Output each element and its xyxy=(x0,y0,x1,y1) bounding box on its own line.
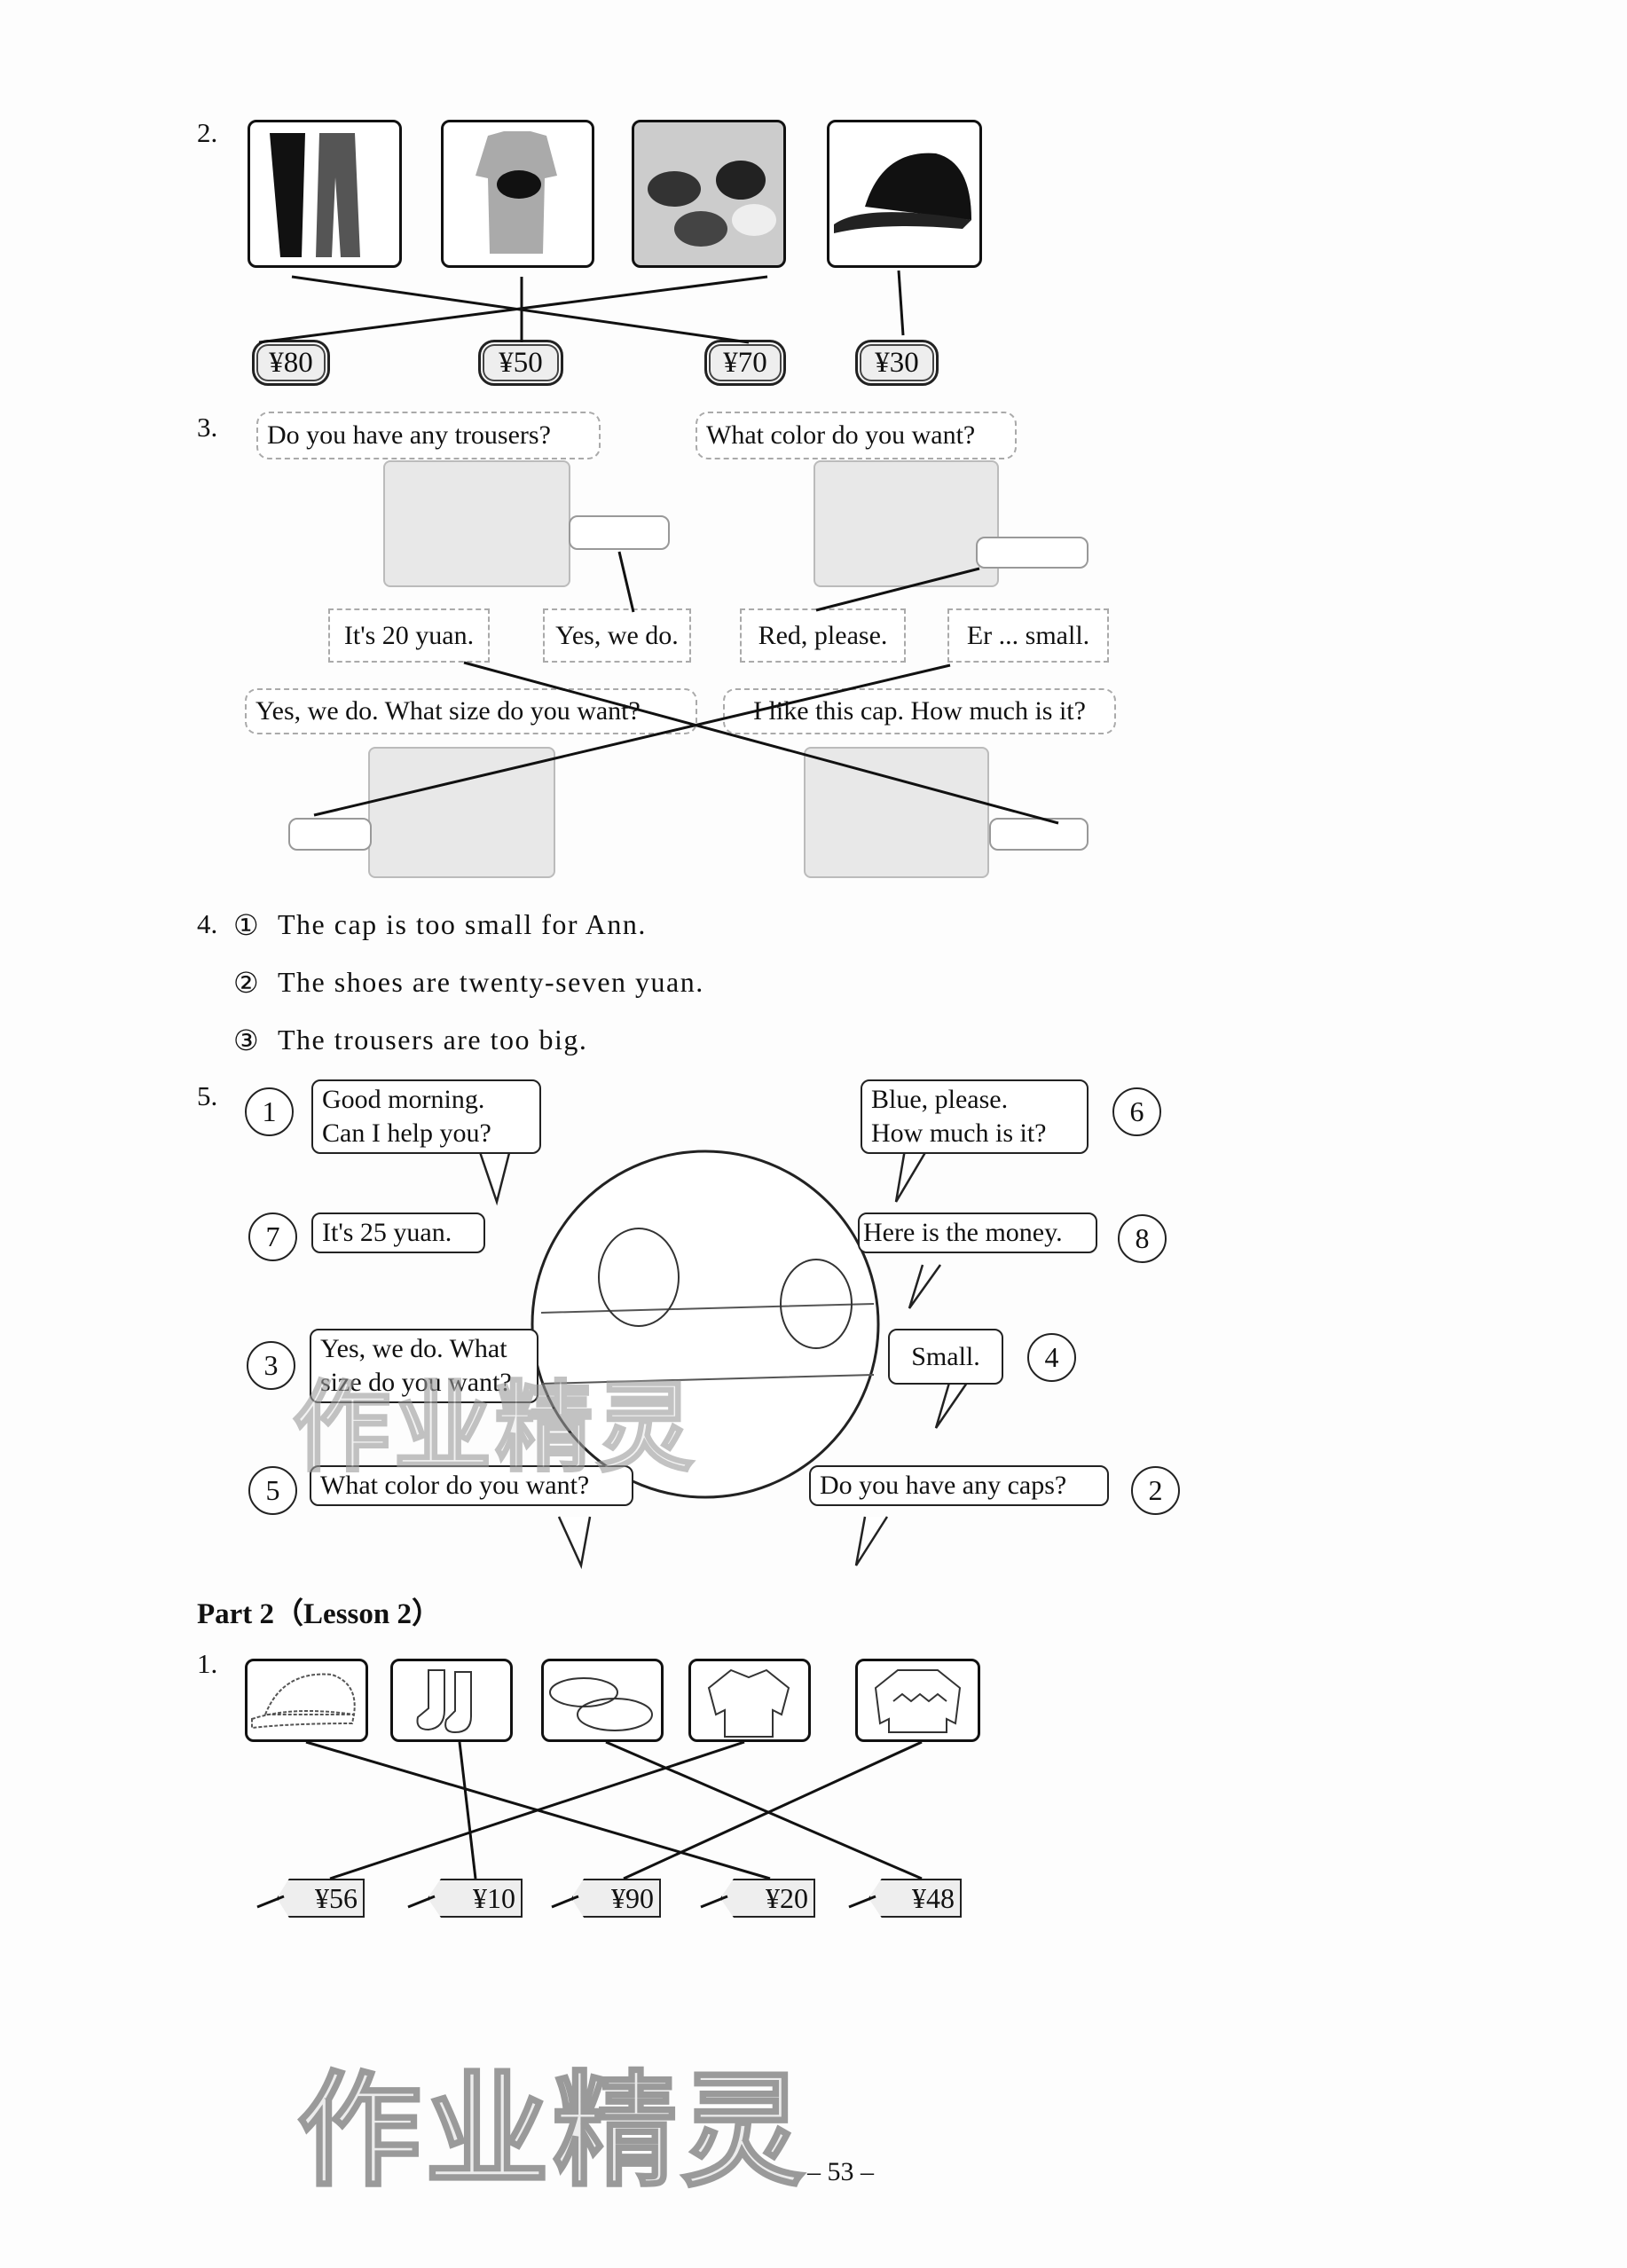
speech-bubble: Small. xyxy=(888,1329,1003,1385)
price-tag: ¥50 xyxy=(478,340,563,386)
order-number: 4 xyxy=(1027,1333,1076,1382)
watermark-logo: 作业精灵 xyxy=(295,2059,809,2206)
order-number: 5 xyxy=(248,1466,297,1515)
order-number: 6 xyxy=(1112,1087,1161,1136)
price-tag: ¥48 xyxy=(869,1879,962,1918)
speech-bubble: Good morning. Can I help you? xyxy=(311,1079,541,1154)
speech-bubble: Do you have any trousers? xyxy=(256,412,601,459)
section-heading: Part 2（Lesson 2） xyxy=(197,1598,441,1630)
answer-option: It's 20 yuan. xyxy=(328,608,490,663)
bubble-line: Can I help you? xyxy=(322,1118,491,1148)
page-number: – 53 – xyxy=(807,2157,874,2186)
counter-lines xyxy=(540,1303,875,1385)
empty-bubble xyxy=(288,818,372,851)
price-tag: ¥90 xyxy=(571,1879,661,1918)
speech-bubble: Do you have any caps? xyxy=(809,1465,1109,1506)
sentence: The shoes are twenty-seven yuan. xyxy=(278,966,704,998)
shop-scene-circle xyxy=(531,1150,880,1499)
speech-bubble: Blue, please. How much is it? xyxy=(861,1079,1089,1154)
sentence: The cap is too small for Ann. xyxy=(278,908,647,940)
shop-scene-image xyxy=(814,460,999,587)
question-number: 5. xyxy=(197,1080,218,1111)
bubble-line: Good morning. xyxy=(322,1085,485,1114)
sweater-drawing xyxy=(855,1659,980,1742)
order-number: 1 xyxy=(245,1087,294,1136)
speech-bubble: It's 25 yuan. xyxy=(311,1212,485,1253)
watermark-logo: 作业精灵 xyxy=(292,1370,697,1487)
price-tag: ¥10 xyxy=(428,1879,523,1918)
bubble-line: Blue, please. xyxy=(871,1085,1009,1114)
sentence: The trousers are too big. xyxy=(278,1024,588,1056)
shoes-drawing xyxy=(541,1659,664,1742)
order-number: 3 xyxy=(247,1341,295,1390)
shirt-drawing xyxy=(688,1659,811,1742)
order-number: 7 xyxy=(248,1212,297,1261)
cap-image xyxy=(827,120,982,268)
question-number: 2. xyxy=(197,117,218,148)
socks-drawing xyxy=(390,1659,513,1742)
sentence-marker: ③ xyxy=(233,1024,261,1056)
bubble-line: How much is it? xyxy=(871,1118,1047,1148)
answer-option: Yes, we do. xyxy=(543,608,691,663)
sentence-marker: ① xyxy=(233,909,261,941)
question-number: 3. xyxy=(197,412,218,443)
price-tag: ¥80 xyxy=(252,340,330,386)
bubble-tails xyxy=(477,1149,969,1570)
speech-bubble: Here is the money. xyxy=(858,1212,1097,1253)
empty-bubble xyxy=(976,537,1089,569)
speech-bubble: What color do you want? xyxy=(696,412,1017,459)
speech-bubble: What color do you want? xyxy=(310,1465,633,1506)
speech-bubble: Yes, we do. What size do you want? xyxy=(310,1329,538,1403)
bubble-line: Yes, we do. What xyxy=(320,1334,507,1363)
t-shirt-image xyxy=(441,120,594,268)
price-tag: ¥70 xyxy=(704,340,786,386)
sentence-marker: ② xyxy=(233,967,261,999)
trousers-image xyxy=(248,120,402,268)
question-number: 4. xyxy=(197,908,218,939)
answer-option: Er ... small. xyxy=(947,608,1109,663)
shoes-image xyxy=(632,120,786,268)
price-tag: ¥30 xyxy=(855,340,939,386)
price-tag: ¥56 xyxy=(277,1879,365,1918)
question-number: 1. xyxy=(197,1648,218,1679)
price-tag: ¥20 xyxy=(720,1879,815,1918)
boy-figure xyxy=(598,1228,680,1327)
girl-figure xyxy=(780,1259,853,1349)
cap-drawing xyxy=(245,1659,368,1742)
order-number: 2 xyxy=(1131,1466,1180,1515)
bubble-line: size do you want? xyxy=(320,1368,512,1397)
empty-bubble xyxy=(569,515,670,550)
order-number: 8 xyxy=(1118,1214,1167,1263)
